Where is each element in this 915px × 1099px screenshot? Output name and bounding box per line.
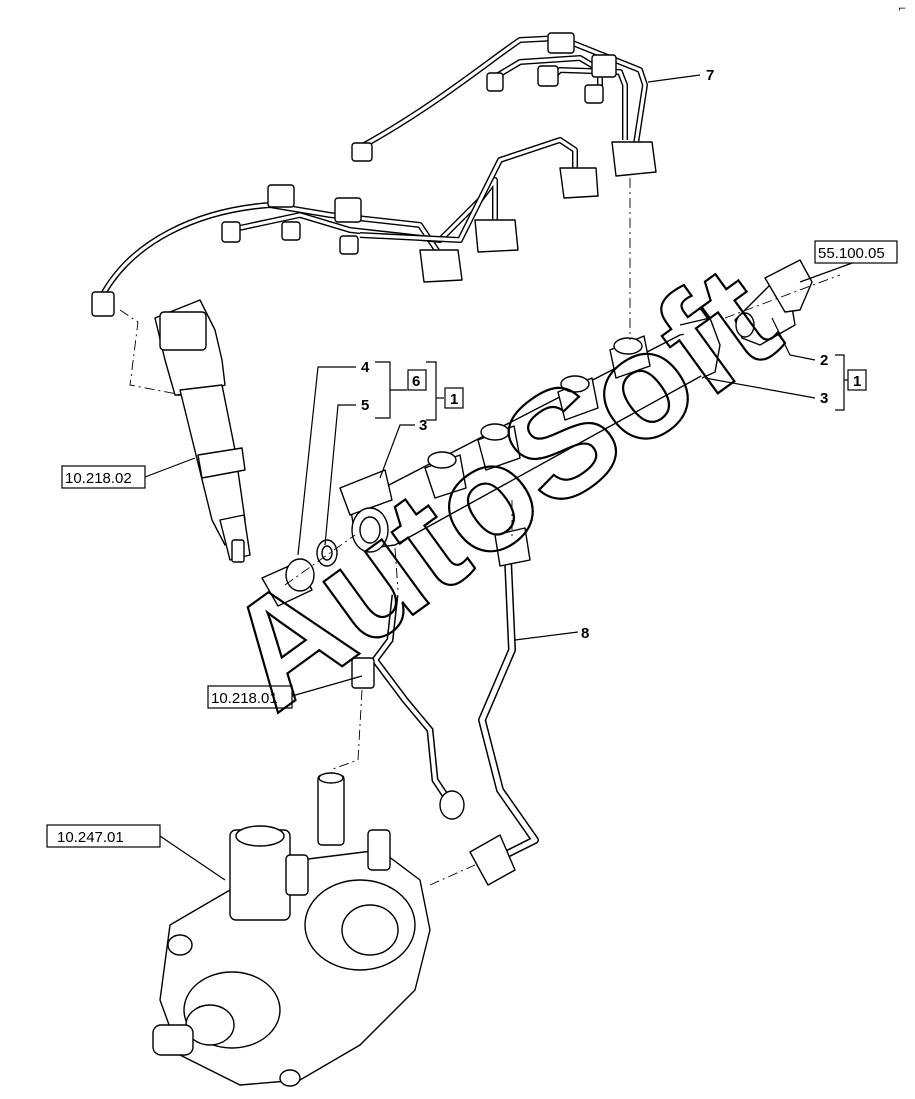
union-nut	[494, 527, 531, 567]
corner-mark: ⌐	[898, 4, 906, 15]
rail-outlet	[427, 451, 457, 469]
callout-1-left-box	[444, 387, 464, 409]
injector	[154, 299, 251, 563]
pipe-clamp	[267, 184, 295, 208]
watermark-text: AutoSoft	[195, 233, 806, 741]
ref-box-pump	[46, 824, 161, 848]
rail-outlet	[560, 375, 590, 393]
leak-off-fitting	[351, 657, 375, 689]
leak-off-elbow	[439, 790, 465, 820]
injection-pump	[152, 772, 431, 1087]
callout-8: 8	[581, 625, 589, 642]
union-nut	[474, 219, 519, 253]
union-nut	[419, 249, 463, 283]
ref-sensor: 55.100.05	[818, 245, 885, 262]
pipe-clamp	[334, 197, 362, 223]
callout-2: 2	[820, 352, 828, 369]
callout-1-left: 1	[450, 391, 458, 408]
callout-6-box	[407, 369, 427, 391]
callout-7: 7	[706, 67, 714, 84]
pipe-clamp	[591, 54, 617, 78]
pipe-clamp	[584, 84, 604, 104]
pipe-clamp	[221, 221, 241, 243]
pipe-clamp	[281, 221, 301, 241]
pipe-clamp	[486, 72, 504, 92]
pipe-clamp	[537, 65, 559, 87]
callout-1-right: 1	[853, 373, 861, 390]
ref-box-sensor	[814, 240, 898, 264]
injector-pipes-group	[91, 32, 657, 317]
callout-4: 4	[361, 359, 370, 376]
ref-pump: 10.247.01	[57, 829, 124, 846]
rail-outlet	[480, 423, 510, 441]
center-lines	[119, 178, 841, 886]
union-nut	[559, 167, 599, 199]
leak-off-line	[351, 594, 465, 820]
ref-injector: 10.218.02	[65, 470, 132, 487]
high-pressure-pipe	[469, 527, 539, 886]
callout-6: 6	[412, 373, 420, 390]
callout-1-right-box	[847, 369, 867, 391]
pressure-sensor	[734, 259, 813, 346]
pipe-clamp	[351, 142, 373, 162]
ref-box-leakoff	[207, 685, 293, 709]
union-nut	[611, 141, 657, 177]
pipe-clamp	[547, 32, 575, 54]
union-nut	[469, 834, 516, 886]
ref-box-injector	[61, 465, 146, 489]
callout-5: 5	[361, 397, 369, 414]
common-rail	[339, 317, 721, 553]
leader-lines	[144, 74, 856, 881]
pipe-clamp	[339, 235, 359, 255]
rail-outlet	[613, 337, 643, 355]
pipe-clamp	[91, 291, 115, 317]
callout-3-left: 3	[419, 417, 427, 434]
callout-3-right: 3	[820, 390, 828, 407]
ref-leakoff: 10.218.01	[211, 690, 278, 707]
callout-labels: 7 8 4 5 6 1 3 2 3 1	[361, 67, 867, 642]
reference-boxes: 55.100.05 10.218.02 10.218.01 10.247.01	[46, 240, 898, 848]
